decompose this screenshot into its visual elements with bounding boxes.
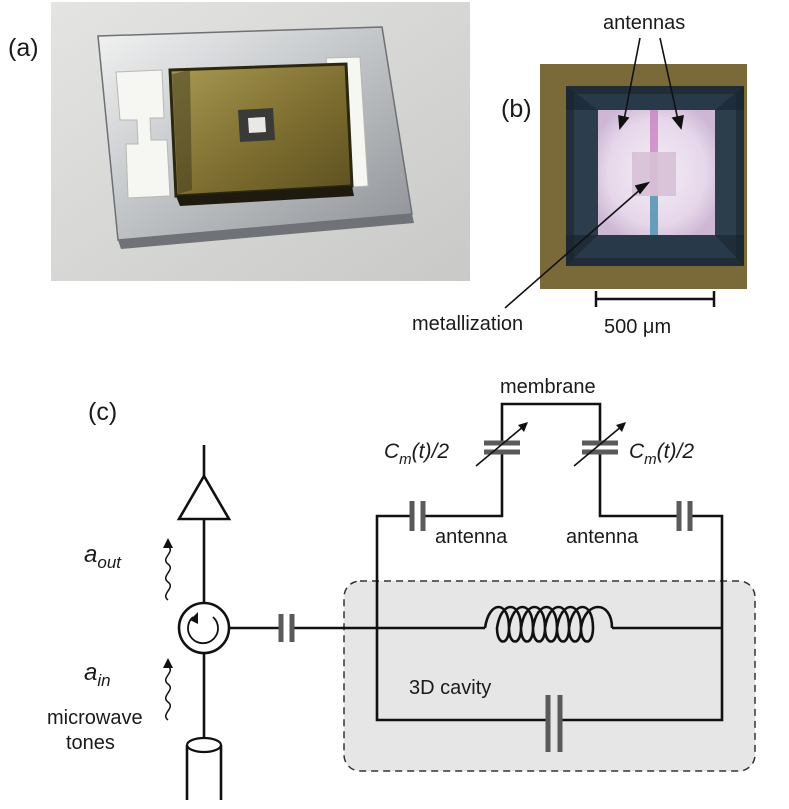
panel-label-a: (a) bbox=[8, 34, 39, 62]
antennas-label: antennas bbox=[603, 12, 685, 34]
variable-capacitor-right bbox=[573, 422, 626, 467]
antenna-capacitor-right bbox=[676, 501, 693, 531]
a-in-label: ain bbox=[84, 659, 111, 690]
coupling-capacitor bbox=[278, 614, 295, 642]
photo-a-chip bbox=[51, 2, 470, 281]
variable-capacitor-left bbox=[475, 422, 528, 467]
inductor-coil bbox=[483, 605, 614, 643]
coax-cable-icon bbox=[185, 736, 223, 800]
antenna-left-label: antenna bbox=[435, 526, 508, 548]
amplifier-icon bbox=[176, 473, 232, 521]
metallization-label: metallization bbox=[412, 313, 523, 335]
scale-bar-label: 500 μm bbox=[604, 316, 671, 338]
antenna-right-label: antenna bbox=[566, 526, 639, 548]
panel-label-b: (b) bbox=[501, 95, 532, 123]
membrane-label: membrane bbox=[500, 376, 596, 398]
antenna-capacitor-left bbox=[409, 501, 426, 531]
a-out-label: aout bbox=[84, 541, 122, 572]
cavity-label: 3D cavity bbox=[409, 677, 491, 699]
cavity-capacitor bbox=[545, 695, 563, 752]
cap-left-label: Cm(t)/2 bbox=[384, 440, 449, 468]
cap-right-label: Cm(t)/2 bbox=[629, 440, 694, 468]
circulator-icon bbox=[177, 601, 231, 655]
circuit-wires bbox=[202, 402, 724, 745]
tones-label-line2: tones bbox=[66, 732, 115, 754]
metallization-arrow bbox=[504, 181, 651, 309]
wave-in-icon bbox=[163, 658, 173, 721]
wave-out-icon bbox=[163, 538, 173, 601]
scale-bar bbox=[594, 291, 716, 307]
antennas-arrows bbox=[618, 37, 684, 131]
tones-label-line1: microwave bbox=[47, 707, 143, 729]
panel-label-c: (c) bbox=[88, 398, 117, 426]
photo-b-membrane bbox=[540, 64, 747, 289]
